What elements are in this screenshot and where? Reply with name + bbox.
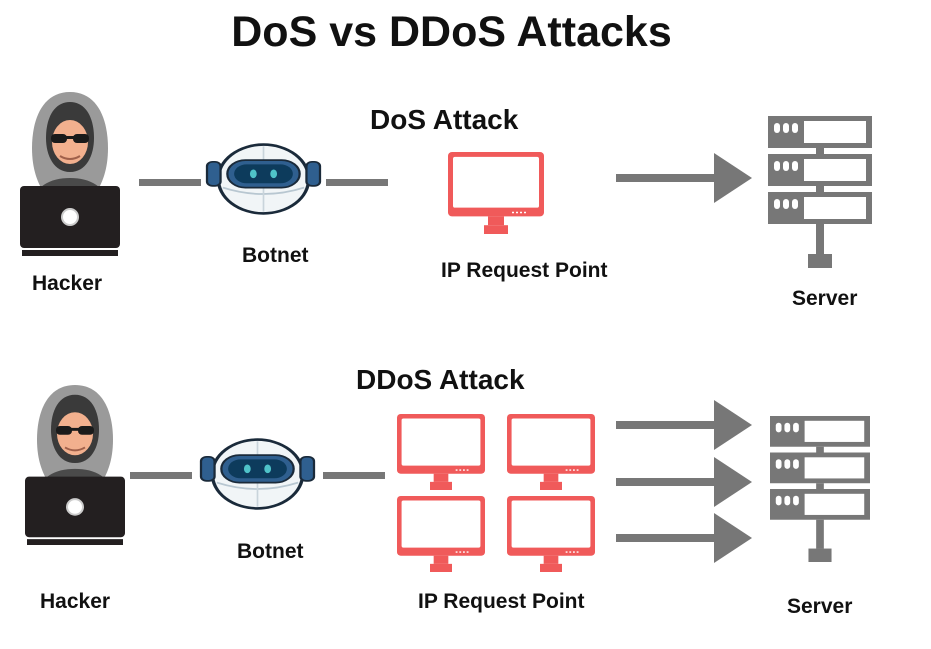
dos-botnet-label: Botnet (242, 244, 309, 267)
ddos-arrow-icon-2 (616, 457, 752, 507)
ddos-hacker-label: Hacker (40, 590, 111, 613)
ddos-monitor-icon-2 (506, 413, 596, 491)
ddos-botnet-label: Botnet (237, 540, 304, 563)
dos-hacker-icon (19, 91, 121, 257)
dos-arrow-icon-1 (616, 153, 752, 203)
ddos-hacker-icon (24, 383, 126, 546)
ddos-monitor-icon-1 (396, 413, 486, 491)
dos-server-label: Server (792, 287, 858, 310)
ddos-arrow-icon-3 (616, 513, 752, 563)
dos-hacker-label: Hacker (32, 272, 103, 295)
ddos-arrow-icon-1 (616, 400, 752, 450)
dos-botnet-robot-icon (205, 142, 322, 216)
dos-monitor-icon-1 (447, 151, 545, 235)
ddos-connector-hacker-botnet (130, 472, 192, 479)
ddos-ip-label: IP Request Point (418, 590, 585, 613)
ddos-connector-botnet-ip (323, 472, 385, 479)
ddos-monitor-icon-3 (396, 495, 486, 573)
ddos-server-icon (770, 416, 870, 562)
dos-connector-hacker-botnet (139, 179, 201, 186)
ddos-server-label: Server (787, 595, 853, 618)
ddos-botnet-robot-icon (199, 437, 316, 511)
page-title: DoS vs DDoS Attacks (231, 8, 672, 56)
dos-server-icon (768, 116, 872, 268)
ddos-monitor-icon-4 (506, 495, 596, 573)
dos-heading: DoS Attack (370, 104, 519, 135)
dos-ip-label: IP Request Point (441, 259, 608, 282)
dos-connector-botnet-ip (326, 179, 388, 186)
ddos-heading: DDoS Attack (356, 364, 525, 395)
